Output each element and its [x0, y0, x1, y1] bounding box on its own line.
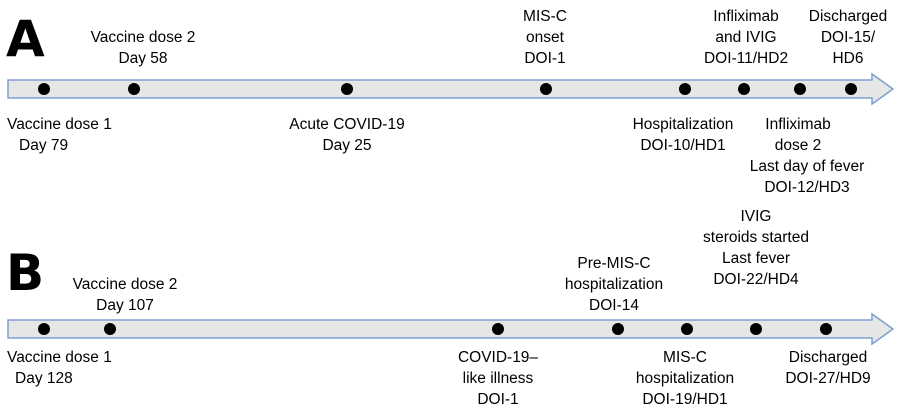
event-dot-b-6	[750, 323, 762, 335]
event-dot-a-8	[845, 83, 857, 95]
event-dot-b-2	[104, 323, 116, 335]
event-dot-a-7	[794, 83, 806, 95]
event-dot-a-5	[679, 83, 691, 95]
event-dot-a-3	[341, 83, 353, 95]
event-dot-b-4	[612, 323, 624, 335]
panel-label-b: B	[6, 244, 45, 302]
event-dot-a-1	[38, 83, 50, 95]
event-dot-b-3	[492, 323, 504, 335]
panel-label-a: A	[6, 10, 45, 68]
event-dot-b-7	[820, 323, 832, 335]
event-dot-a-4	[540, 83, 552, 95]
event-dot-a-2	[128, 83, 140, 95]
timeline-arrow-a	[7, 72, 895, 106]
timeline-arrow-b	[7, 312, 895, 346]
event-dot-b-1	[38, 323, 50, 335]
event-dot-a-6	[738, 83, 750, 95]
event-dot-b-5	[681, 323, 693, 335]
